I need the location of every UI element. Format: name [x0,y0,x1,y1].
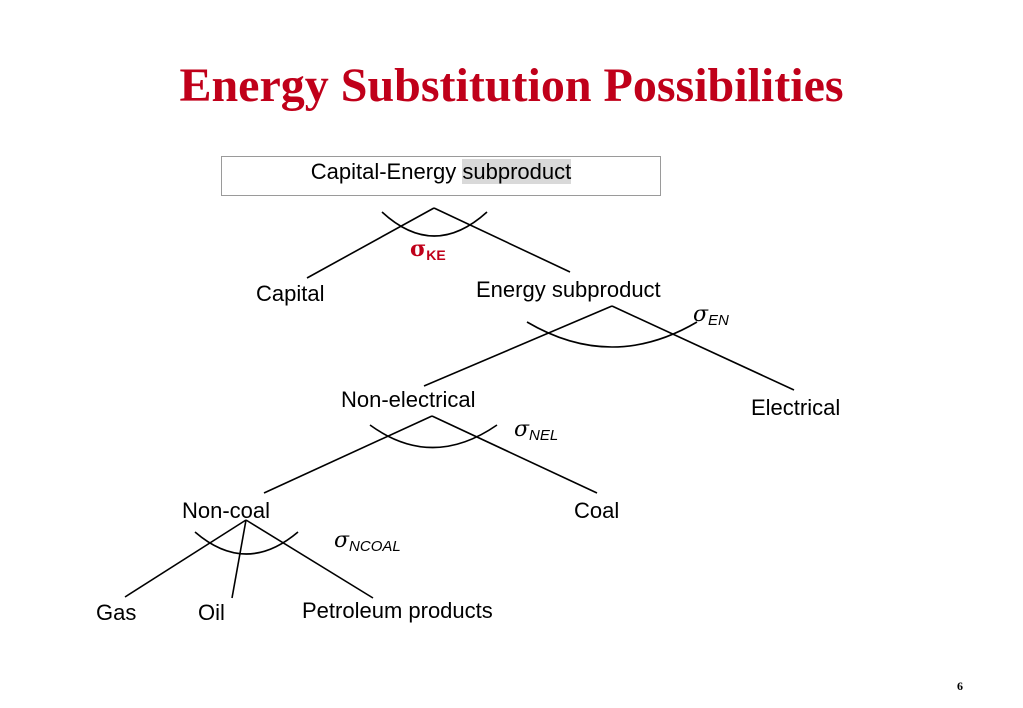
edge-gas [124,519,247,598]
node-capital: Capital [256,281,325,306]
edge-coal [431,415,598,494]
node-electrical: Electrical [751,395,841,420]
slide-title: Energy Substitution Possibilities [179,59,844,112]
sigma-nel-sub: NEL [529,427,559,444]
edge-oil [231,519,247,599]
sigma-ke-label: σKE [410,236,446,263]
edge-capital [306,207,435,279]
arc-ke [381,211,488,237]
sigma-en-symbol: σ [693,302,709,327]
root-node-text: Capital-Energy [310,159,463,184]
sigma-ncoal-symbol: σ [334,528,350,553]
node-coal: Coal [574,498,620,523]
edge-energy-subproduct [433,207,571,273]
root-node-label: Capital-Energy subproduct [221,159,661,185]
root-box [221,156,661,196]
root-node-highlight: subproduct [462,159,572,184]
sigma-en-sub: EN [708,312,729,329]
arc-nel [369,424,498,449]
arc-en [526,321,698,348]
sigma-ke-symbol: σ [410,236,427,262]
sigma-en-label: σEN [693,301,729,329]
node-petroleum-products: Petroleum products [302,598,493,623]
edge-petroleum [245,519,374,599]
sigma-nel-symbol: σ [514,417,530,442]
node-oil: Oil [198,600,225,625]
edge-non-coal [263,415,433,494]
edge-non-electrical [423,305,613,387]
node-energy-subproduct: Energy subproduct [476,277,661,302]
sigma-ke-sub: KE [426,247,446,263]
node-gas: Gas [96,600,137,625]
sigma-nel-label: σNEL [514,416,559,444]
arc-ncoal [194,531,299,555]
edge-electrical [611,305,795,391]
sigma-ncoal-label: σNCOAL [334,527,401,555]
page-number: 6 [957,679,963,693]
node-non-electrical: Non-electrical [341,387,476,412]
node-non-coal: Non-coal [182,498,271,523]
sigma-ncoal-sub: NCOAL [349,538,401,555]
